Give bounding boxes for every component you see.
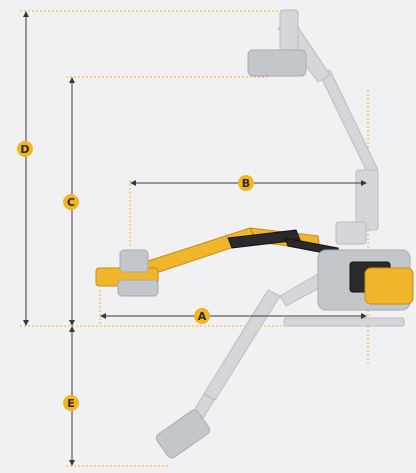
- badge-e-label: E: [67, 397, 75, 410]
- badge-a: A: [194, 308, 210, 324]
- machine-body: [283, 169, 414, 327]
- badge-e-circle: [63, 395, 79, 411]
- badge-a-circle: [194, 308, 210, 324]
- arm-bottom-position: [155, 269, 331, 459]
- arm-top-position: [247, 9, 379, 179]
- badge-c: C: [63, 194, 79, 210]
- badge-c-circle: [63, 194, 79, 210]
- badge-d: D: [17, 141, 33, 157]
- arm-main-position: [95, 227, 341, 297]
- badge-e: E: [63, 395, 79, 411]
- badge-d-label: D: [20, 143, 29, 156]
- badge-a-label: A: [198, 310, 207, 323]
- badge-d-circle: [17, 141, 33, 157]
- badge-b-circle: [238, 175, 254, 191]
- badge-b: B: [238, 175, 254, 191]
- badge-c-label: C: [67, 196, 75, 209]
- badge-b-label: B: [242, 177, 250, 190]
